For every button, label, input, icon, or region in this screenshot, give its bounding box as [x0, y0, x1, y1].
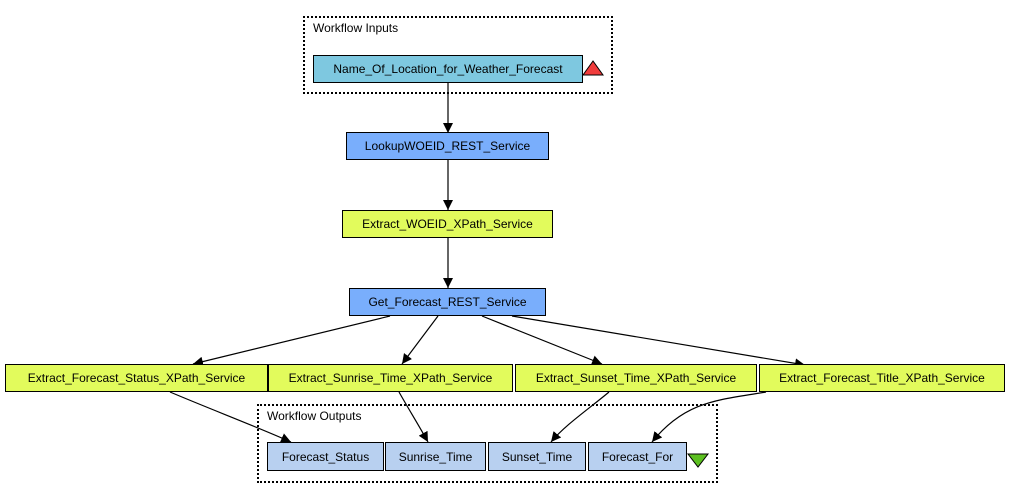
edge-get-forecast-to-status — [192, 315, 391, 367]
edge-sunrise-to-sunrise-time — [398, 391, 429, 443]
edge-sunset-to-sunset-time — [550, 391, 610, 443]
workflow-outputs-cluster — [257, 404, 718, 483]
edge-get-forecast-to-title — [511, 315, 806, 369]
edge-get-forecast-to-sunrise — [401, 315, 439, 365]
node-extract-sunrise-time[interactable]: Extract_Sunrise_Time_XPath_Service — [268, 364, 513, 392]
node-extract-sunset-time[interactable]: Extract_Sunset_Time_XPath_Service — [515, 364, 757, 392]
workflow-inputs-cluster — [303, 16, 613, 94]
workflow-outputs-label: Workflow Outputs — [267, 409, 362, 423]
node-lookup-woeid[interactable]: LookupWOEID_REST_Service — [346, 132, 549, 160]
workflow-inputs-label: Workflow Inputs — [313, 21, 399, 35]
node-sunset-time[interactable]: Sunset_Time — [488, 442, 586, 471]
node-forecast-for[interactable]: Forecast_For — [588, 442, 687, 471]
edge-status-to-forecast-status — [169, 391, 292, 443]
node-forecast-status[interactable]: Forecast_Status — [267, 442, 384, 471]
node-name-of-location[interactable]: Name_Of_Location_for_Weather_Forecast — [313, 55, 583, 83]
node-sunrise-time[interactable]: Sunrise_Time — [385, 442, 486, 471]
node-extract-woeid[interactable]: Extract_WOEID_XPath_Service — [342, 210, 553, 238]
green-down-triangle-icon — [686, 453, 710, 468]
red-up-triangle-icon — [582, 60, 604, 76]
node-extract-forecast-status[interactable]: Extract_Forecast_Status_XPath_Service — [5, 364, 268, 392]
node-extract-forecast-title[interactable]: Extract_Forecast_Title_XPath_Service — [759, 364, 1005, 392]
node-get-forecast[interactable]: Get_Forecast_REST_Service — [349, 288, 546, 316]
edge-get-forecast-to-sunset — [481, 315, 603, 365]
